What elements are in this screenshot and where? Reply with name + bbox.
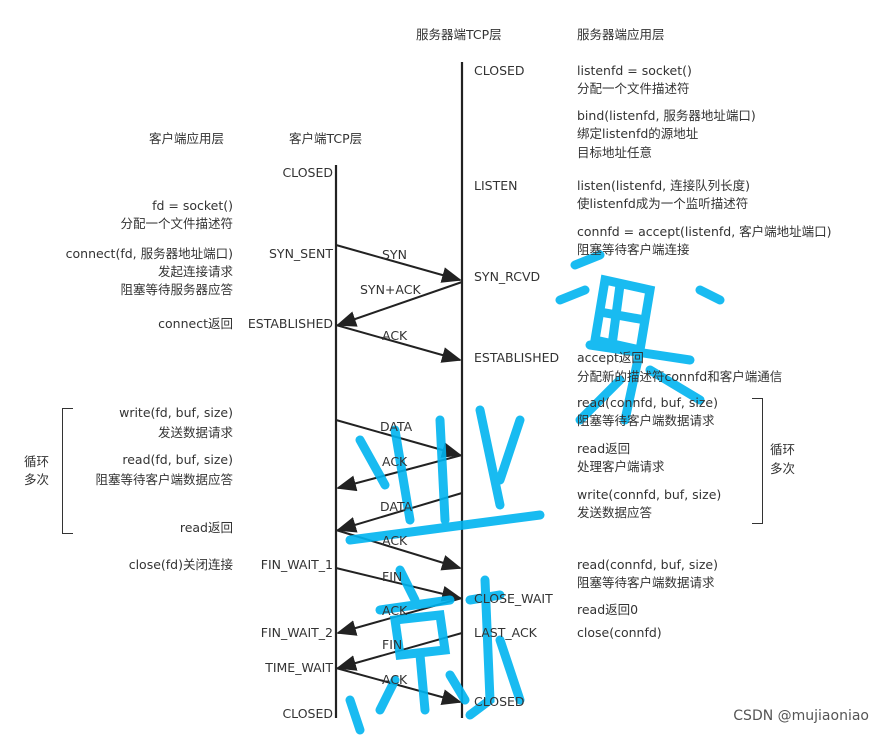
message-label: ACK (382, 672, 408, 687)
message-label: ACK (382, 533, 408, 548)
watermark-char-jiu (345, 565, 525, 735)
server-app-text: 目标地址任意 (577, 145, 653, 160)
loop-label: 循环 (24, 454, 50, 469)
message-label: SYN+ACK (360, 282, 421, 297)
server-app-text: read(connfd, buf, size) (577, 395, 718, 410)
message-label: ACK (382, 603, 408, 618)
loop-brace-right (752, 398, 763, 524)
server-app-text: 分配新的描述符connfd和客户端通信 (577, 369, 783, 384)
arrow-ack (335, 324, 462, 363)
client-state: ESTABLISHED (247, 316, 333, 331)
message-label: DATA (380, 419, 413, 434)
client-state: FIN_WAIT_2 (260, 625, 333, 640)
client-app-text: read(fd, buf, size) (122, 452, 233, 467)
arrow-ack (335, 667, 462, 705)
server-app-text: connfd = accept(listenfd, 客户端地址端口) (577, 224, 832, 239)
server-app-text: close(connfd) (577, 625, 662, 640)
server-app-text: 阻塞等待客户端数据请求 (577, 413, 715, 428)
server-state: ESTABLISHED (474, 350, 560, 365)
message-label: ACK (382, 328, 408, 343)
server-app-text: write(connfd, buf, size) (577, 487, 722, 502)
client-app-text: 发起连接请求 (157, 264, 233, 279)
server-app-text: 分配一个文件描述符 (577, 81, 690, 96)
client-state: SYN_SENT (269, 246, 333, 261)
server-app-text: read返回 (577, 441, 631, 456)
server-app-text: 绑定listenfd的源地址 (577, 126, 699, 141)
client-state: FIN_WAIT_1 (260, 557, 333, 572)
server-app-text: 发送数据应答 (577, 505, 653, 520)
message-label: ACK (382, 454, 408, 469)
header-client-tcp: 客户端TCP层 (289, 131, 363, 146)
message-label: FIN (382, 637, 403, 652)
client-app-text: fd = socket() (152, 198, 233, 213)
server-state: CLOSED (474, 63, 525, 78)
server-app-text: 处理客户端请求 (577, 459, 665, 474)
server-app-text: accept返回 (577, 350, 644, 365)
server-app-text: 阻塞等待客户端连接 (577, 242, 690, 257)
client-state: TIME_WAIT (265, 660, 333, 675)
server-app-text: listen(listenfd, 连接队列长度) (577, 178, 750, 193)
server-app-text: read(connfd, buf, size) (577, 557, 718, 572)
watermark (345, 250, 725, 735)
watermark-char-ye (345, 405, 545, 545)
server-state: SYN_RCVD (474, 269, 541, 284)
loop-label: 循环 (770, 442, 796, 457)
header-server-tcp: 服务器端TCP层 (416, 27, 502, 42)
message-label: SYN (382, 247, 407, 262)
server-app-text: bind(listenfd, 服务器地址端口) (577, 108, 756, 123)
client-app-text: 分配一个文件描述符 (120, 216, 233, 231)
server-app-text: 阻塞等待客户端数据请求 (577, 575, 715, 590)
header-client-app: 客户端应用层 (149, 131, 225, 146)
message-label: FIN (382, 569, 403, 584)
client-app-text: 阻塞等待服务器应答 (120, 282, 233, 297)
client-app-text: connect返回 (158, 316, 233, 331)
arrow-synack (336, 281, 463, 327)
client-app-text: close(fd)关闭连接 (128, 557, 233, 572)
loop-label: 多次 (770, 461, 796, 476)
client-app-text: write(fd, buf, size) (119, 405, 233, 420)
server-app-text: listenfd = socket() (577, 63, 692, 78)
server-app-text: 使listenfd成为一个监听描述符 (577, 196, 749, 211)
client-state: CLOSED (282, 165, 333, 180)
client-state: CLOSED (282, 706, 333, 721)
server-app-text: read返回0 (577, 602, 639, 617)
server-state: LAST_ACK (474, 625, 537, 640)
arrow-fin (335, 567, 462, 602)
client-app-text: read返回 (179, 520, 233, 535)
client-app-text: 发送数据请求 (157, 425, 233, 440)
message-label: DATA (380, 499, 413, 514)
server-state: CLOSED (474, 694, 525, 709)
loop-brace-left (62, 408, 73, 534)
csdn-credit: CSDN @mujiaoniao (733, 708, 869, 724)
watermark-char-ke (555, 250, 725, 425)
server-state: CLOSE_WAIT (474, 591, 553, 606)
header-server-app: 服务器端应用层 (577, 27, 665, 42)
server-state: LISTEN (474, 178, 518, 193)
arrow-syn (335, 244, 462, 283)
client-app-text: connect(fd, 服务器地址端口) (65, 246, 233, 261)
client-app-text: 阻塞等待客户端数据应答 (95, 472, 233, 487)
loop-label: 多次 (24, 472, 50, 487)
